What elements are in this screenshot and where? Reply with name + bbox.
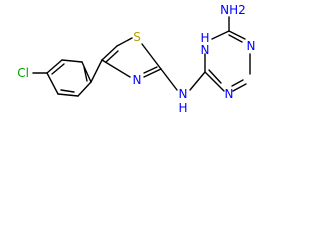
bond-double [228,34,243,43]
bond [77,81,92,97]
triazine-ring [204,30,251,92]
triazine-nh-nitrogen-label: N [201,43,210,57]
bond [204,71,225,92]
bond-double [231,79,244,87]
triazine-nitrogen-bottom-label: N [225,87,234,101]
bond [90,59,103,83]
chemical-structure: Cl S N N H H N N N NH2 [17,3,256,115]
bond [160,68,178,91]
bond-double [105,50,119,63]
thiazole-ring [101,37,162,78]
amine-group-label: NH2 [220,3,246,17]
linker-nitrogen-label: N [179,87,188,101]
linker-hydrogen-label: H [178,101,187,115]
bond [57,93,79,97]
bond [143,68,162,78]
bond [101,59,131,78]
chlorine-atom-label: Cl [17,66,29,80]
sulfur-atom-label: S [133,30,141,44]
bond [141,43,162,70]
bond [101,45,118,61]
bond-double [51,63,65,75]
bond [61,59,83,63]
bond [228,30,246,40]
chlorophenyl-ring [46,59,92,97]
bond-double [208,69,222,84]
bond-double [60,89,75,93]
bond [46,72,59,95]
bond [211,30,230,40]
bond [81,61,92,83]
thiazole-nitrogen-label: N [133,73,142,87]
bond [46,59,63,74]
bond-double [83,66,88,82]
triazine-nitrogen-right-label: N [247,39,256,53]
bond [232,83,247,92]
triazine-nh-hydrogen-label: H [200,31,209,45]
bond [189,71,206,91]
bond [116,37,133,47]
bond-double [143,66,158,74]
